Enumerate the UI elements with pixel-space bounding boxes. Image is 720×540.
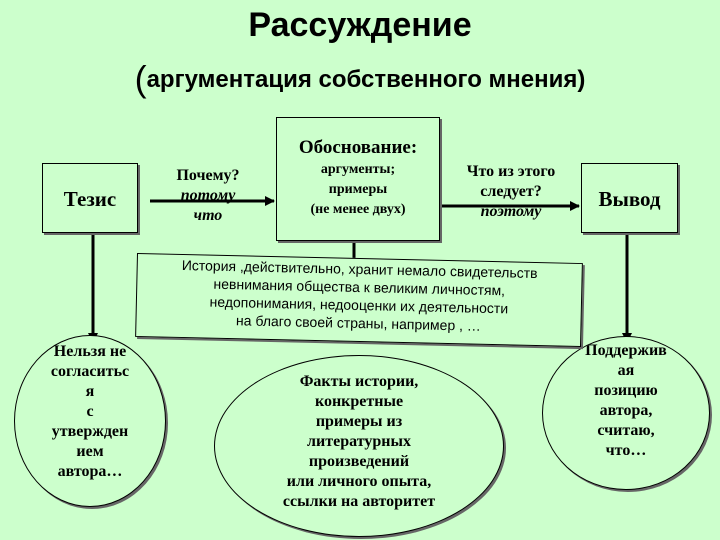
ellipse-line: ая — [617, 362, 635, 379]
ellipse-line: с — [86, 403, 94, 420]
subtitle-open-paren: ( — [134, 58, 147, 99]
thesis-box: Тезис — [42, 163, 138, 233]
ellipse-line: произведений — [308, 453, 410, 470]
ellipse-line: ссылки на авторитет — [282, 493, 436, 510]
page-subtitle: (аргументация собственного мнения) — [0, 58, 720, 100]
justification-heading: Обоснование: — [298, 137, 418, 158]
ellipse-line: примеры из — [315, 413, 403, 430]
agree-ellipse: Нельзя не согласитьс я с утвержден ием а… — [14, 335, 166, 507]
justification-box: Обоснование: аргументы; примеры (не мене… — [276, 117, 440, 241]
therefore-word: поэтому — [480, 203, 542, 220]
support-ellipse: Поддержив ая позицию автора, считаю, что… — [542, 336, 710, 490]
justification-line: аргументы; — [320, 162, 396, 177]
ellipse-line: конкретные — [314, 393, 404, 410]
thesis-label: Тезис — [63, 187, 117, 211]
ellipse-line: Нельзя не — [53, 343, 127, 360]
ellipse-line: что… — [605, 442, 647, 459]
conclusion-label: Вывод — [598, 187, 661, 211]
ellipse-line: позицию — [594, 382, 658, 399]
ellipse-line: я — [85, 383, 95, 400]
ellipse-line: автора, — [599, 402, 653, 419]
ellipse-line: считаю, — [597, 422, 655, 439]
ellipse-line: согласитьс — [50, 363, 130, 380]
ellipse-line: Поддержив — [585, 342, 667, 359]
conclusion-box: Вывод — [581, 163, 678, 233]
page-title: Рассуждение — [248, 6, 472, 44]
subtitle-text: аргументация собственного мнения) — [146, 66, 586, 93]
justification-line: примеры — [328, 182, 388, 197]
history-example-note: История ,действительно, хранит немало св… — [135, 252, 583, 348]
ellipse-line: литературных — [307, 433, 411, 450]
justification-line: (не менее двух) — [310, 202, 406, 217]
what-follows-question: Что из этого — [466, 163, 556, 180]
why-question: Почему? — [176, 167, 240, 184]
facts-ellipse: Факты истории, конкретные примеры из лит… — [214, 355, 504, 537]
ellipse-line: или личного опыта, — [286, 473, 432, 490]
ellipse-line: Факты истории, — [299, 373, 419, 390]
what-follows-label: Что из этого следует? поэтому — [447, 162, 575, 222]
what-follows-question: следует? — [480, 183, 542, 200]
because-word: потому — [180, 187, 236, 204]
ellipse-line: утвержден — [51, 423, 129, 440]
because-word: что — [193, 207, 223, 224]
why-label: Почему? потому что — [160, 166, 256, 226]
ellipse-line: автора… — [57, 463, 123, 480]
ellipse-line: ием — [76, 443, 104, 460]
